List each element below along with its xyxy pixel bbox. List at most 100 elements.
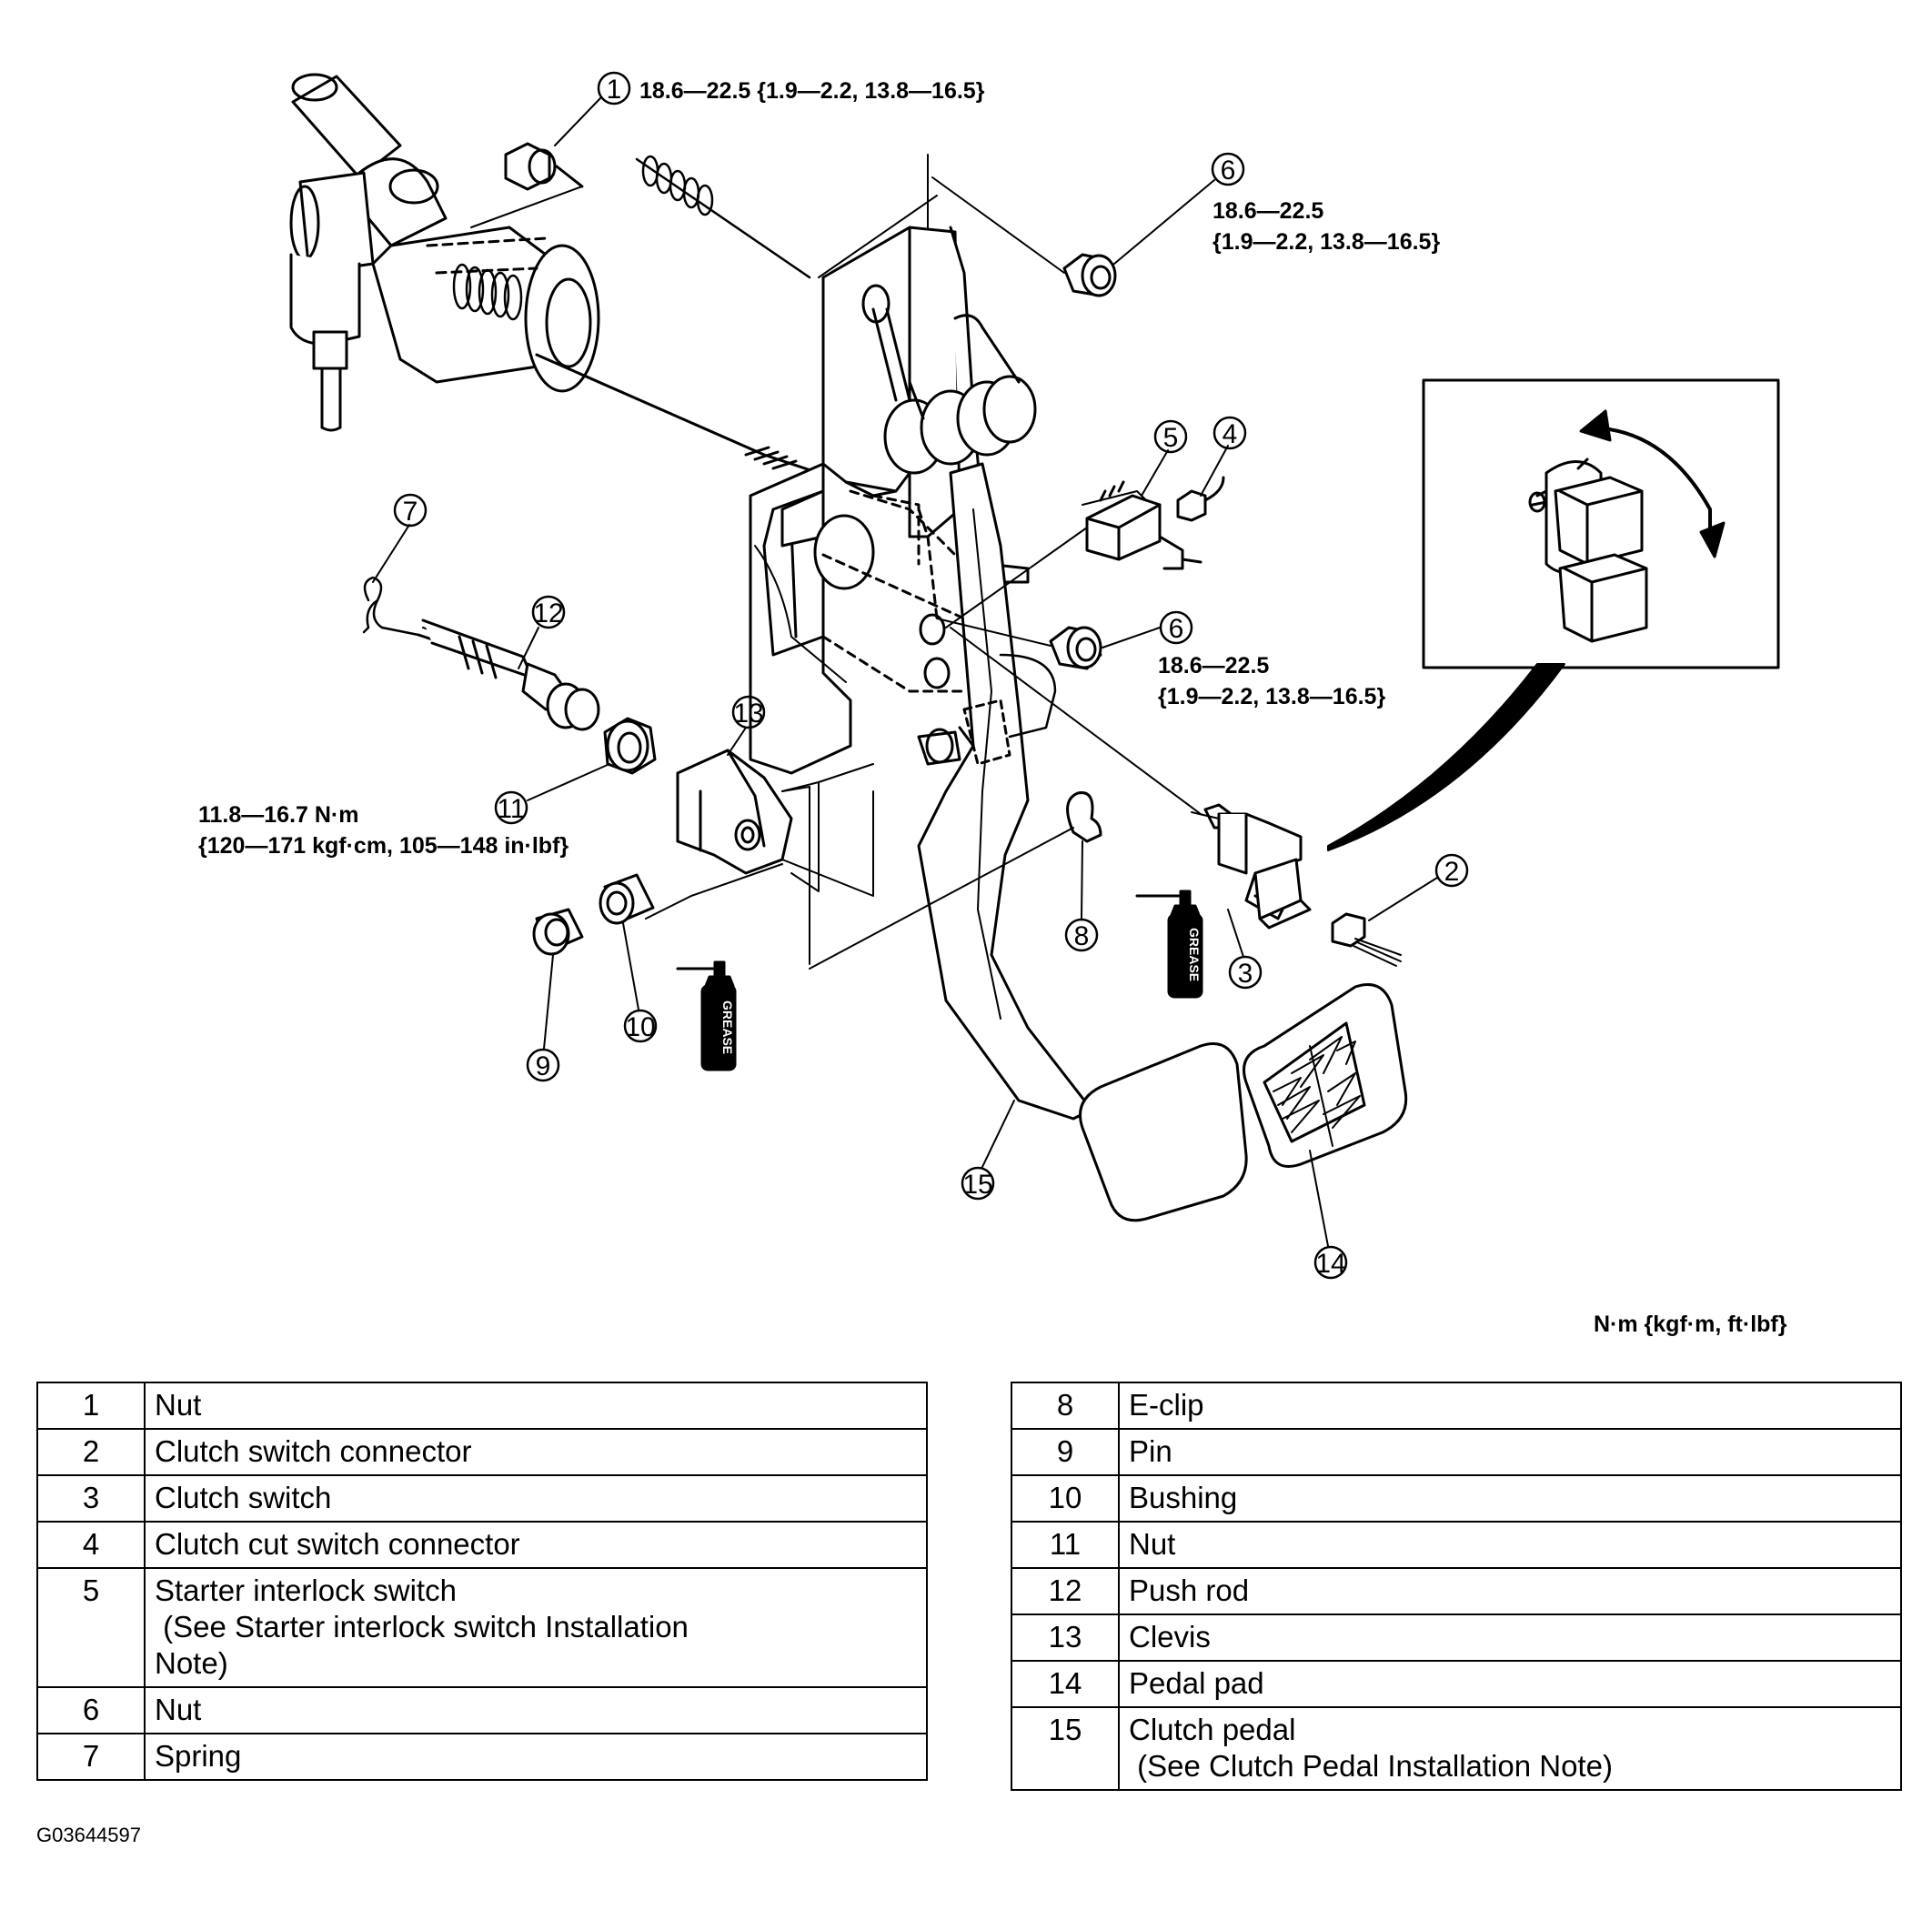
svg-text:3: 3 [1238,959,1253,989]
callout-15: 15 [961,1100,1015,1201]
part-name: Nut [1118,1521,1902,1569]
table-row: 6 Nut [36,1686,928,1734]
detail-arrow [1327,663,1565,851]
callout-6b: 6 [1102,610,1193,648]
return-spring [871,307,1037,475]
stud-thread [635,155,811,279]
svg-text:8: 8 [1074,921,1090,951]
svg-text:14: 14 [1315,1249,1345,1279]
torque-nut-11-line1: 11.8—16.7 N·m [198,802,359,828]
clutch-switch-connector [1331,912,1402,967]
svg-text:GREASE: GREASE [720,1000,735,1054]
torque-nut-6b-line1: 18.6—22.5 [1158,653,1269,679]
torque-nut-11-line2: {120—171 kgf·cm, 105—148 in·lbf} [198,833,569,859]
torque-nut-1: 18.6—22.5 {1.9—2.2, 13.8—16.5} [639,78,985,104]
table-row: 4 Clutch cut switch connector [36,1521,928,1569]
table-row: 9 Pin [1011,1428,1902,1476]
part-name: Bushing [1118,1474,1902,1523]
callout-6a: 6 [1113,152,1245,265]
callout-7: 7 [372,493,428,583]
part-number: 1 [36,1382,146,1430]
nut-1 [504,142,584,191]
svg-text:6: 6 [1221,156,1236,186]
callout-11: 11 [494,763,610,825]
parts-table-left: 1 Nut 2 Clutch switch connector 3 Clutch… [36,1382,928,1781]
part-name: Pin [1118,1428,1902,1476]
part-name: Nut [144,1382,928,1430]
svg-text:GREASE: GREASE [1187,928,1202,981]
callout-5: 5 [1141,419,1188,497]
callout-14: 14 [1309,1150,1348,1280]
callout-13: 13 [727,695,766,756]
table-row: 11 Nut [1011,1521,1902,1569]
master-cylinder [289,73,820,475]
svg-text:7: 7 [403,497,418,527]
part-name: Pedal pad [1118,1660,1902,1708]
svg-text:12: 12 [533,598,563,628]
table-row: 7 Spring [36,1733,928,1781]
part-name: Clevis [1118,1613,1902,1662]
part-name-text: Starter interlock switch [155,1573,457,1607]
starter-interlock-switch [1082,480,1202,570]
table-row: 2 Clutch switch connector [36,1428,928,1476]
detail-inset [1422,378,1780,669]
part-number: 10 [1011,1474,1120,1523]
nut-11 [603,717,657,775]
table-row: 14 Pedal pad [1011,1660,1902,1708]
part-name: Spring [144,1733,928,1781]
nut-6a [1062,253,1117,297]
part-name: Nut [144,1686,928,1734]
torque-nut-6a-line2: {1.9—2.2, 13.8—16.5} [1213,229,1440,255]
torque-units-note: N·m {kgf·m, ft·lbf} [1594,1312,1787,1337]
part-number: 12 [1011,1567,1120,1615]
callout-1: 1 [554,71,631,146]
part-number: 15 [1011,1706,1120,1791]
part-name: Starter interlock switch (See Starter in… [144,1567,928,1688]
table-row: 1 Nut [36,1382,928,1430]
part-note-line1: (See Starter interlock switch Installati… [155,1610,689,1644]
svg-text:2: 2 [1444,857,1460,887]
figure-id: G03644597 [36,1824,141,1846]
clutch-cut-switch-connector [1176,476,1225,522]
grease-can-left: GREASE [676,960,737,1071]
table-row: 5 Starter interlock switch (See Starter … [36,1567,928,1688]
part-number: 7 [36,1733,146,1781]
svg-text:4: 4 [1223,419,1238,449]
callout-9: 9 [526,954,560,1082]
grease-can-right: GREASE [1135,890,1203,999]
spring-7 [362,576,420,637]
e-clip-8 [1066,791,1102,843]
part-name: Clutch pedal (See Clutch Pedal Installat… [1118,1706,1902,1791]
table-row: 8 E-clip [1011,1382,1902,1430]
part-number: 5 [36,1567,146,1688]
svg-text:9: 9 [536,1051,551,1081]
svg-text:11: 11 [497,794,525,824]
table-row: 12 Push rod [1011,1567,1902,1615]
table-row: 10 Bushing [1011,1474,1902,1523]
part-name: Push rod [1118,1567,1902,1615]
part-note-line1: (See Clutch Pedal Installation Note) [1129,1749,1613,1783]
master-cylinder-thread [452,263,523,321]
clevis [676,749,874,897]
part-number: 2 [36,1428,146,1476]
part-name: Clutch switch connector [144,1428,928,1476]
part-name-text: Clutch pedal [1129,1713,1296,1746]
part-name: E-clip [1118,1382,1902,1430]
torque-nut-6a-line1: 18.6—22.5 [1213,198,1323,224]
svg-text:5: 5 [1163,423,1179,453]
clutch-pedal-exploded-diagram: GREASE GREASE [198,71,1780,1280]
part-number: 11 [1011,1521,1120,1569]
part-name: Clutch cut switch connector [144,1521,928,1569]
svg-text:15: 15 [962,1170,992,1200]
callout-8: 8 [1064,840,1099,952]
svg-text:10: 10 [625,1012,655,1042]
bushing-10 [599,873,655,925]
svg-text:13: 13 [733,699,763,729]
push-rod [417,618,600,731]
parts-table-right: 8 E-clip 9 Pin 10 Bushing 11 Nut 12 Push… [1011,1382,1902,1791]
callout-4: 4 [1200,416,1247,497]
clutch-switch [1191,803,1312,930]
table-row: 3 Clutch switch [36,1474,928,1523]
pin-9 [532,908,584,956]
assembly-lines [470,176,1202,970]
